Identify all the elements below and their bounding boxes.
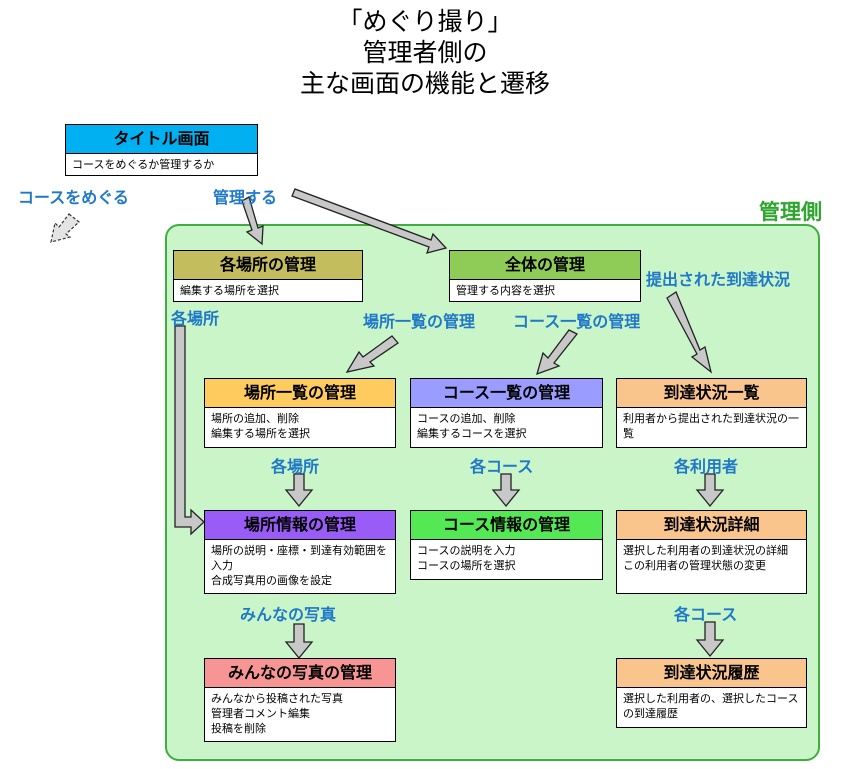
admin-side-label: 管理側: [759, 200, 822, 224]
arrow-manage-to-each-place: [241, 196, 264, 246]
box-line: 管理者コメント編集: [211, 707, 310, 720]
box-arrival-list-body: 利用者から提出された到達状況の一覧: [617, 408, 806, 444]
label-submitted-arrival: 提出された到達状況: [646, 270, 791, 289]
box-line: 編集する場所を選択: [180, 284, 279, 297]
arrow-place-info-to-photos: [284, 623, 314, 660]
box-line: 選択した利用者の到達状況の詳細: [623, 544, 788, 557]
box-place-list-body: 場所の追加、削除 編集する場所を選択: [205, 408, 395, 444]
box-line: 管理する内容を選択: [456, 284, 555, 297]
box-line: 編集するコースを選択: [417, 427, 527, 440]
arrow-overall-to-place-list: [345, 335, 399, 373]
box-line: 選択した利用者の、選択したコースの到達履歴: [623, 692, 799, 720]
arrow-manage-to-overall: [291, 188, 448, 254]
box-place-info-management[interactable]: 場所情報の管理 場所の説明・座標・到達有効範囲を入力 合成写真用の画像を設定: [204, 510, 396, 594]
label-manage: 管理する: [213, 188, 278, 207]
box-line: 編集する場所を選択: [211, 427, 310, 440]
box-line: 合成写真用の画像を設定: [211, 574, 332, 587]
box-line: 場所の追加、削除: [211, 412, 299, 425]
box-line: この利用者の管理状態の変更: [623, 559, 766, 572]
arrow-tour-course: [50, 213, 80, 243]
box-course-info-body: コースの説明を入力 コースの場所を選択: [411, 540, 602, 576]
box-photos-head: みんなの写真の管理: [205, 659, 395, 688]
box-arrival-history-body: 選択した利用者の、選択したコースの到達履歴: [617, 688, 806, 724]
label-each-course-right: 各コース: [674, 605, 738, 624]
label-each-place-mid: 各場所: [271, 457, 320, 476]
label-place-list-mgmt: 場所一覧の管理: [363, 312, 476, 331]
box-arrival-status-list[interactable]: 到達状況一覧 利用者から提出された到達状況の一覧: [616, 378, 807, 448]
box-arrival-status-detail[interactable]: 到達状況詳細 選択した利用者の到達状況の詳細 この利用者の管理状態の変更: [616, 510, 807, 594]
box-arrival-detail-body: 選択した利用者の到達状況の詳細 この利用者の管理状態の変更: [617, 540, 806, 576]
box-overall-management[interactable]: 全体の管理 管理する内容を選択: [449, 250, 641, 302]
box-title-screen-head: タイトル画面: [66, 125, 257, 154]
arrow-detail-to-history: [695, 621, 725, 658]
box-place-info-body: 場所の説明・座標・到達有効範囲を入力 合成写真用の画像を設定: [205, 540, 395, 591]
box-arrival-status-history[interactable]: 到達状況履歴 選択した利用者の、選択したコースの到達履歴: [616, 658, 807, 728]
box-line: みんなから投稿された写真: [211, 692, 343, 705]
box-title-screen[interactable]: タイトル画面 コースをめぐるか管理するか: [65, 124, 258, 176]
box-course-info-management[interactable]: コース情報の管理 コースの説明を入力 コースの場所を選択: [410, 510, 603, 580]
box-line: コースの説明を入力: [417, 544, 516, 557]
title-line-3: 主な画面の機能と遷移: [299, 69, 550, 98]
box-everyone-photos-management[interactable]: みんなの写真の管理 みんなから投稿された写真 管理者コメント編集 投稿を削除: [204, 658, 396, 742]
box-overall-head: 全体の管理: [450, 251, 640, 280]
box-photos-body: みんなから投稿された写真 管理者コメント編集 投稿を削除: [205, 688, 395, 739]
box-place-list-management[interactable]: 場所一覧の管理 場所の追加、削除 編集する場所を選択: [204, 378, 396, 448]
box-course-info-head: コース情報の管理: [411, 511, 602, 540]
box-place-list-head: 場所一覧の管理: [205, 379, 395, 408]
box-line: 投稿を削除: [211, 722, 266, 735]
box-line: 利用者から提出された到達状況の一覧: [623, 412, 799, 440]
box-each-place-management[interactable]: 各場所の管理 編集する場所を選択: [173, 250, 363, 302]
arrow-each-place-to-place-info: [174, 325, 205, 536]
box-each-place-head: 各場所の管理: [174, 251, 362, 280]
box-line: コースの追加、削除: [417, 412, 516, 425]
arrow-place-list-to-place-info: [284, 473, 314, 508]
box-arrival-history-head: 到達状況履歴: [617, 659, 806, 688]
label-tour-course: コースをめぐる: [18, 188, 129, 207]
box-arrival-detail-head: 到達状況詳細: [617, 511, 806, 540]
arrow-arrival-list-to-detail: [695, 473, 725, 508]
box-overall-body: 管理する内容を選択: [450, 280, 640, 301]
box-place-info-head: 場所情報の管理: [205, 511, 395, 540]
box-title-screen-body: コースをめぐるか管理するか: [66, 154, 257, 175]
diagram-title: 「めぐり撮り」 管理者側の 主な画面の機能と遷移: [0, 6, 850, 99]
box-course-list-body: コースの追加、削除 編集するコースを選択: [411, 408, 602, 444]
label-each-place-left: 各場所: [171, 309, 220, 328]
arrow-overall-to-course-list: [536, 329, 579, 376]
label-each-user: 各利用者: [674, 457, 739, 476]
box-line: 場所の説明・座標・到達有効範囲を入力: [211, 544, 387, 572]
box-course-list-management[interactable]: コース一覧の管理 コースの追加、削除 編集するコースを選択: [410, 378, 603, 448]
title-line-1: 「めぐり撮り」: [337, 7, 513, 36]
box-line: コースをめぐるか管理するか: [72, 158, 215, 171]
title-line-2: 管理者側の: [362, 38, 488, 67]
label-each-course: 各コース: [470, 457, 534, 476]
label-everyone-photos: みんなの写真: [240, 605, 337, 624]
box-each-place-body: 編集する場所を選択: [174, 280, 362, 301]
box-line: コースの場所を選択: [417, 559, 516, 572]
arrow-course-list-to-course-info: [491, 473, 521, 508]
arrow-overall-to-arrival-list: [666, 291, 713, 374]
box-course-list-head: コース一覧の管理: [411, 379, 602, 408]
label-course-list-mgmt: コース一覧の管理: [513, 312, 641, 331]
box-arrival-list-head: 到達状況一覧: [617, 379, 806, 408]
